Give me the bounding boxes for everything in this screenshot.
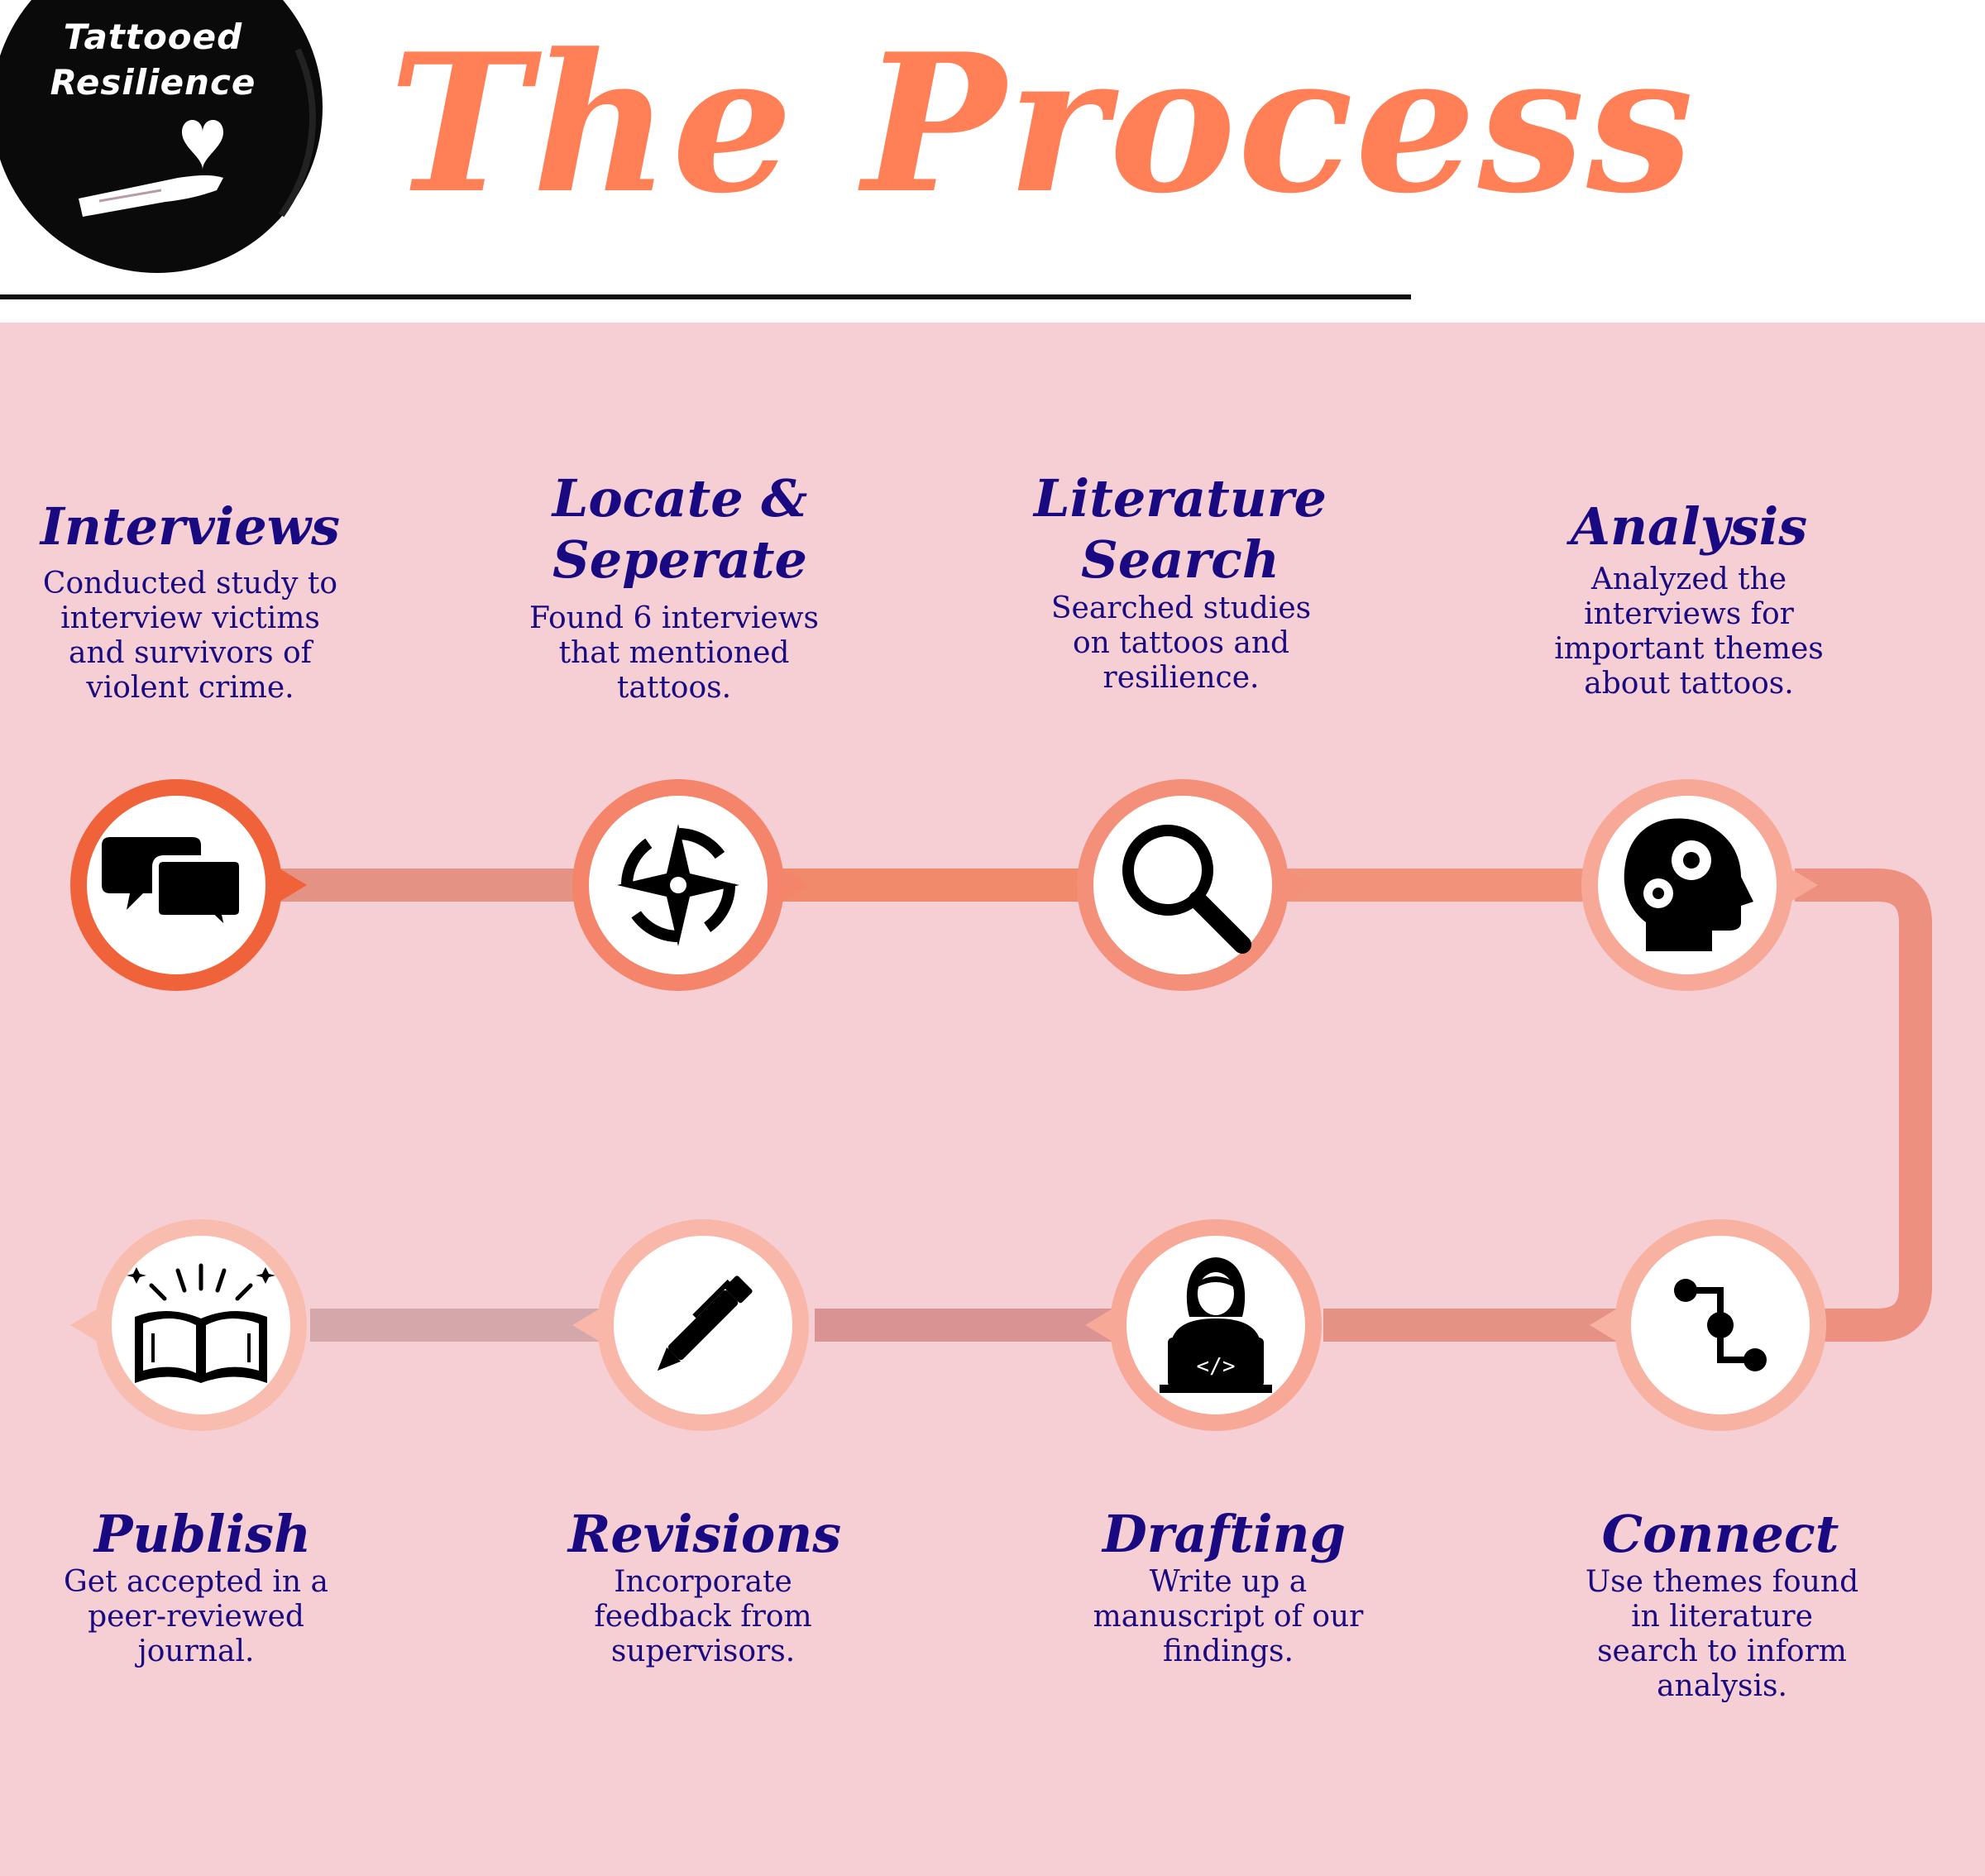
step-title-interviews: Interviews xyxy=(40,496,341,557)
step-title-literature-2: Search xyxy=(1081,529,1279,590)
step-desc-literature: Searched studies on tattoos and resilien… xyxy=(1050,591,1312,695)
step-title-locate: Locate & xyxy=(552,468,808,529)
step-desc-analysis: Analyzed the interviews for important th… xyxy=(1554,562,1824,701)
magnifier-icon xyxy=(1122,825,1251,954)
step-title-drafting: Drafting xyxy=(1103,1504,1346,1564)
page-title: The Process xyxy=(389,12,1696,236)
step-title-connect: Connect xyxy=(1601,1504,1839,1564)
header: Tattooed Resilience The Process xyxy=(0,0,1985,323)
logo xyxy=(0,0,323,273)
step-desc-locate: Found 6 interviews that mentioned tattoo… xyxy=(529,601,819,705)
head-gears-icon xyxy=(1624,818,1753,951)
connector-6-7 xyxy=(815,1309,1129,1342)
step-desc-publish: Get accepted in a peer-reviewed journal. xyxy=(64,1565,328,1668)
node-literature xyxy=(1077,779,1313,991)
step-desc-interviews: Conducted study to interview victims and… xyxy=(42,567,338,705)
connect-nodes-icon xyxy=(1674,1279,1767,1371)
logo-line-1: Tattooed xyxy=(63,17,243,57)
step-desc-revisions: Incorporate feedback from supervisors. xyxy=(594,1565,812,1668)
header-divider xyxy=(0,294,1411,299)
connector-1-2 xyxy=(273,869,587,902)
person-laptop-icon: </> xyxy=(1160,1257,1272,1393)
step-title-publish: Publish xyxy=(93,1504,312,1564)
step-title-analysis: Analysis xyxy=(1570,496,1808,557)
compass-icon xyxy=(617,824,739,946)
step-desc-drafting: Write up a manuscript of our findings. xyxy=(1093,1565,1364,1668)
speech-bubbles-icon xyxy=(102,837,246,943)
node-analysis xyxy=(1581,779,1818,991)
connector-2-3 xyxy=(782,869,1096,902)
node-interviews xyxy=(70,779,307,991)
connector-3-4 xyxy=(1286,869,1600,902)
pen-icon xyxy=(657,1275,753,1371)
connector-7-8 xyxy=(310,1309,624,1342)
step-desc-connect: Use themes found in literature search to… xyxy=(1585,1565,1859,1703)
node-revisions xyxy=(572,1219,809,1431)
node-publish xyxy=(70,1219,307,1431)
node-connect xyxy=(1590,1219,1826,1431)
logo-line-2: Resilience xyxy=(50,62,256,103)
connector-5-6 xyxy=(1323,1309,1638,1342)
svg-text:</>: </> xyxy=(1197,1354,1236,1379)
step-title-revisions: Revisions xyxy=(567,1504,842,1564)
process-panel xyxy=(0,323,1985,1876)
node-drafting: </> xyxy=(1085,1219,1322,1431)
node-locate xyxy=(572,779,809,991)
step-title-literature: Literature xyxy=(1034,468,1327,529)
step-title-locate-2: Seperate xyxy=(552,529,807,590)
connector-4-5 xyxy=(1795,869,1932,1342)
open-book-icon xyxy=(127,1263,275,1383)
